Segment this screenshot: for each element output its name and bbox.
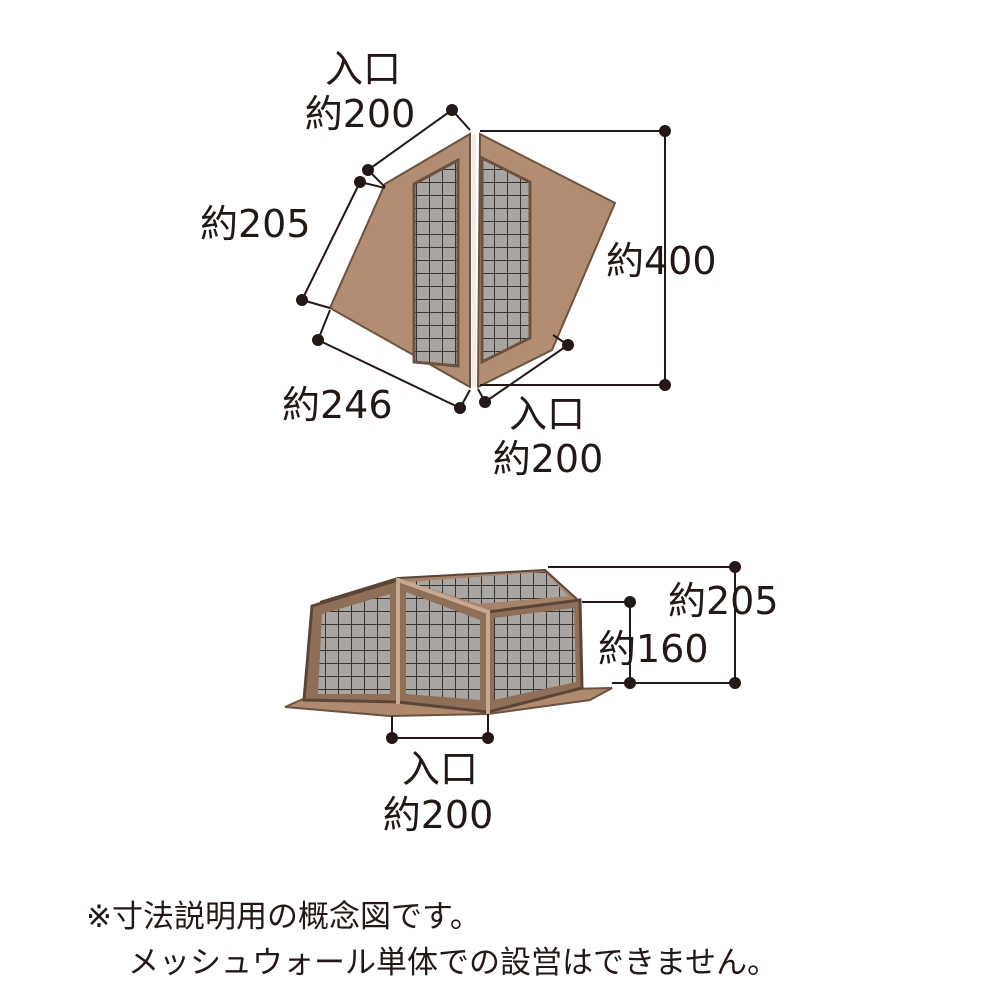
side-entrance-value: 約200 [382,793,494,837]
top-height-value: 約400 [606,239,717,283]
note-line-2: メッシュウォール単体での設営はできません。 [128,945,779,981]
top-view-tent [328,132,617,389]
top-view-dimension-lines [296,104,671,414]
side-entrance-label: 入口 [401,747,478,791]
top-entrance-lower-value: 約200 [492,437,604,481]
side-wall-height-value: 約160 [598,627,709,671]
top-left-side-value: 約205 [200,202,311,246]
top-entrance-upper-value: 約200 [304,92,416,136]
note-line-1: ※寸法説明用の概念図です。 [86,899,481,935]
top-view-left-mesh [412,157,460,368]
top-entrance-upper-label: 入口 [324,47,401,91]
top-entrance-lower-label: 入口 [508,392,585,436]
top-view-right-mesh [480,155,532,365]
top-bottom-left-value: 約246 [282,383,393,427]
side-view-tent [284,568,613,718]
side-total-height-value: 約205 [668,579,779,623]
side-view-dimension-lines [386,561,741,744]
